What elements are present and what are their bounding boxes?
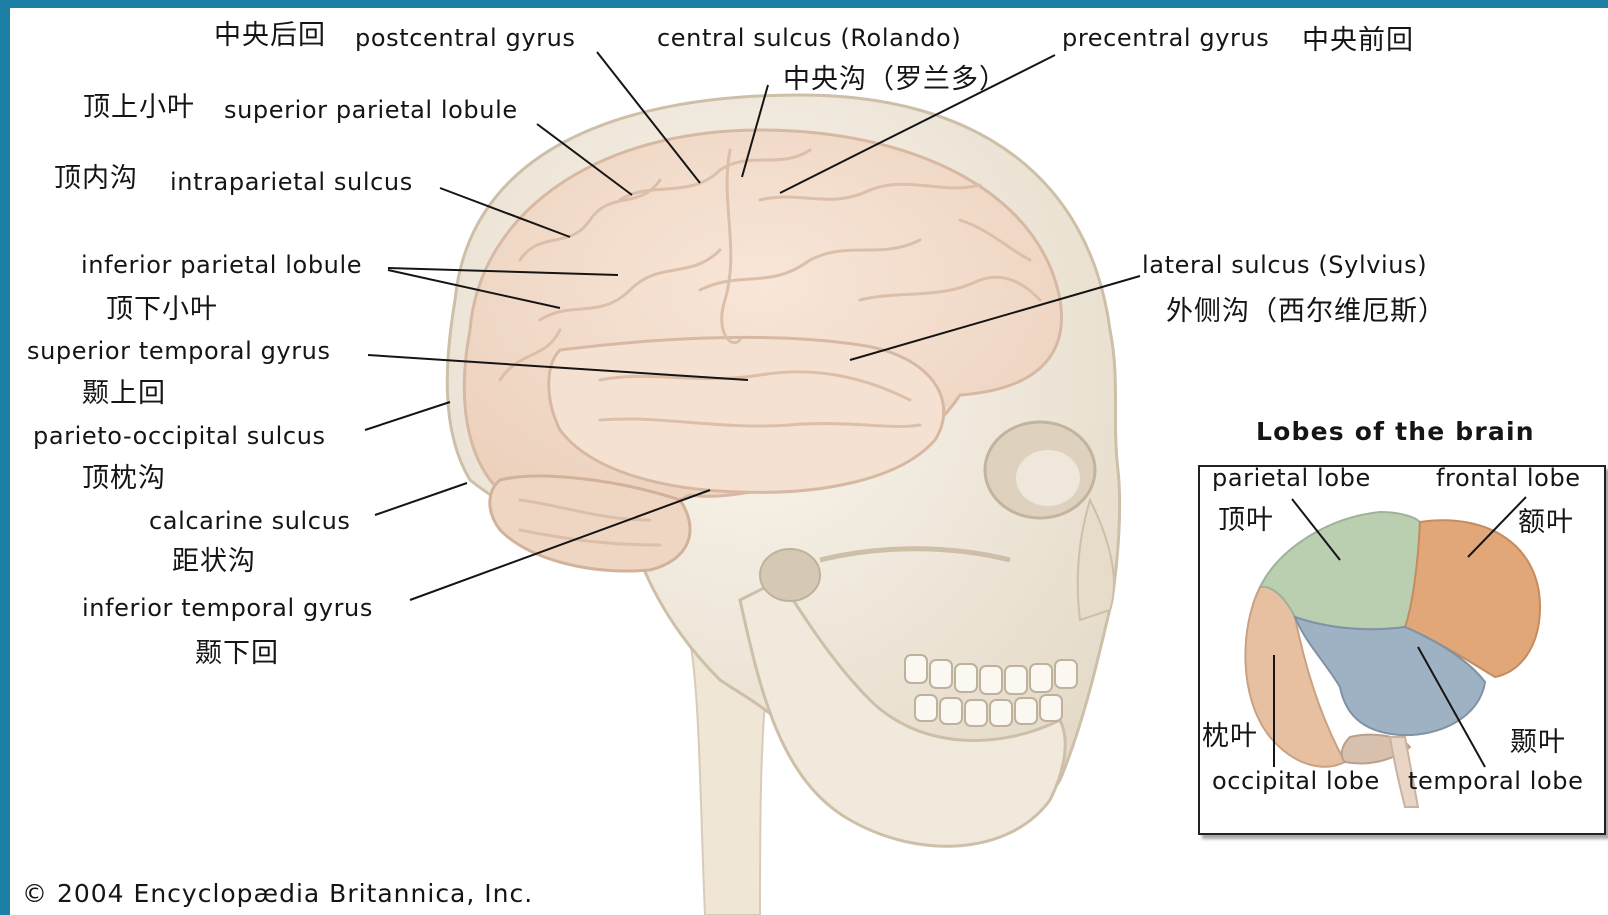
- label-superior-temporal-gyrus: superior temporal gyrus: [27, 337, 331, 365]
- label-inferior-temporal-gyrus: inferior temporal gyrus: [82, 594, 373, 622]
- label-postcentral-gyrus: postcentral gyrus: [355, 24, 576, 52]
- inset-label-occipital-lobe: occipital lobe: [1212, 767, 1380, 795]
- label-superior-temporal-gyrus-zh: 颞上回: [82, 380, 166, 408]
- label-central-sulcus-zh: 中央沟（罗兰多）: [783, 66, 1007, 94]
- label-lateral-sulcus: lateral sulcus (Sylvius): [1142, 251, 1427, 279]
- label-precentral-gyrus-zh: 中央前回: [1302, 27, 1414, 55]
- inset-label-frontal-lobe: frontal lobe: [1436, 464, 1581, 492]
- inset-title: Lobes of the brain: [1256, 418, 1535, 446]
- inset-label-occipital-lobe-zh: 枕叶: [1202, 723, 1258, 751]
- label-inferior-temporal-gyrus-zh: 颞下回: [195, 640, 279, 668]
- inset-label-parietal-lobe-zh: 顶叶: [1218, 507, 1274, 535]
- inset-label-frontal-lobe-zh: 额叶: [1518, 509, 1574, 537]
- label-precentral-gyrus: precentral gyrus: [1062, 24, 1269, 52]
- label-lateral-sulcus-zh: 外侧沟（西尔维厄斯）: [1166, 298, 1446, 326]
- ear-canal: [760, 549, 820, 601]
- label-intraparietal-sulcus-zh: 顶内沟: [54, 165, 138, 193]
- copyright-notice: © 2004 Encyclopædia Britannica, Inc.: [22, 880, 533, 908]
- label-intraparietal-sulcus: intraparietal sulcus: [170, 168, 413, 196]
- label-calcarine-sulcus-zh: 距状沟: [172, 548, 256, 576]
- label-superior-parietal-lobule: superior parietal lobule: [224, 96, 518, 124]
- inset-label-temporal-lobe-zh: 颞叶: [1510, 729, 1566, 757]
- label-parieto-occipital-sulcus-zh: 顶枕沟: [82, 465, 166, 493]
- inset-label-temporal-lobe: temporal lobe: [1408, 767, 1584, 795]
- label-inferior-parietal-lobule-zh: 顶下小叶: [106, 296, 218, 324]
- label-superior-parietal-lobule-zh: 顶上小叶: [83, 94, 195, 122]
- label-inferior-parietal-lobule: inferior parietal lobule: [81, 251, 362, 279]
- label-parieto-occipital-sulcus: parieto-occipital sulcus: [33, 422, 326, 450]
- inset-label-parietal-lobe: parietal lobe: [1212, 464, 1371, 492]
- label-calcarine-sulcus: calcarine sulcus: [149, 507, 351, 535]
- eye-orbit-inner: [1016, 450, 1080, 506]
- label-postcentral-gyrus-zh: 中央后回: [214, 22, 326, 50]
- label-central-sulcus: central sulcus (Rolando): [657, 24, 961, 52]
- lobes-inset-box: parietal lobe 顶叶 frontal lobe 额叶 枕叶 occi…: [1198, 465, 1606, 835]
